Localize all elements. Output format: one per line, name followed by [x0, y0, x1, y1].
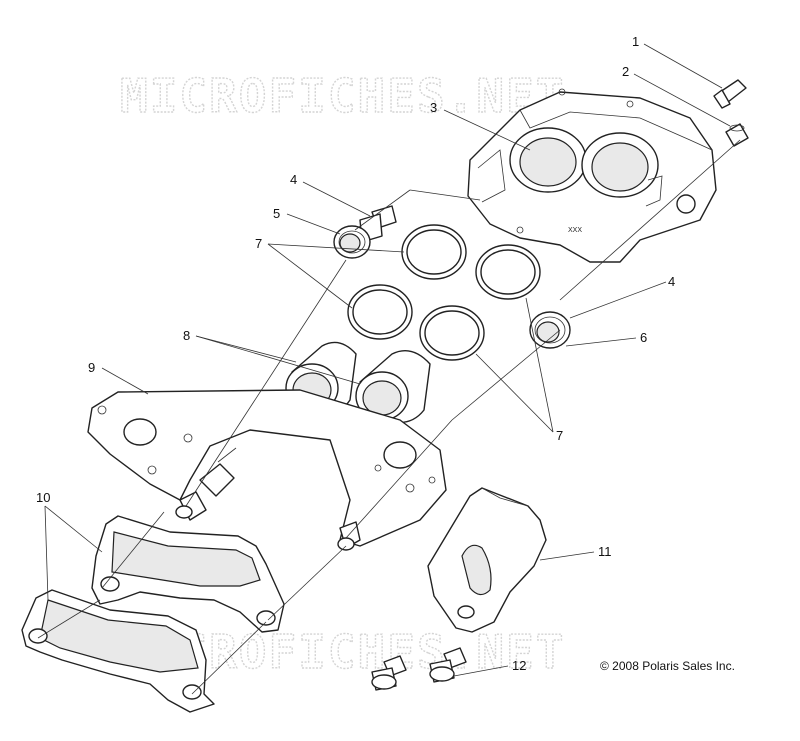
callout-4-lower: 4: [668, 274, 675, 289]
callout-9: 9: [88, 360, 95, 375]
callout-10: 10: [36, 490, 50, 505]
bushing-left: [333, 225, 371, 259]
watermark-top: MICROFICHES.NET: [120, 69, 565, 123]
callout-4-upper: 4: [290, 172, 297, 187]
piston-seals: [347, 224, 541, 361]
casting-mark: XXX: [568, 227, 582, 234]
callout-12: 12: [512, 658, 526, 673]
mounting-bolts: [371, 647, 467, 691]
callout-1: 1: [632, 34, 639, 49]
bleeder-screw: [713, 79, 747, 109]
callout-6: 6: [640, 330, 647, 345]
guide-pin-bolt-upper: [359, 205, 397, 243]
brake-pad-upper: [91, 515, 285, 633]
callout-5: 5: [273, 206, 280, 221]
pad-retainer-clip: [427, 487, 547, 633]
callout-7-lower: 7: [556, 428, 563, 443]
callout-2: 2: [622, 64, 629, 79]
callout-7-upper: 7: [255, 236, 262, 251]
callout-labels: 1 2 3 4 5 7 4 6 8 9 7 10 11 12: [36, 34, 675, 673]
copyright-notice: © 2008 Polaris Sales Inc.: [600, 659, 735, 673]
assembly-center-lines: [37, 139, 741, 695]
callout-8: 8: [183, 328, 190, 343]
bleeder-cap: [725, 123, 749, 147]
callout-11: 11: [598, 544, 612, 559]
caliper-body: XXX: [467, 88, 717, 263]
bushing-right: [529, 311, 571, 349]
callout-3: 3: [430, 100, 437, 115]
brake-pad-lower: [21, 589, 215, 713]
callout-leaders: [44, 43, 731, 677]
